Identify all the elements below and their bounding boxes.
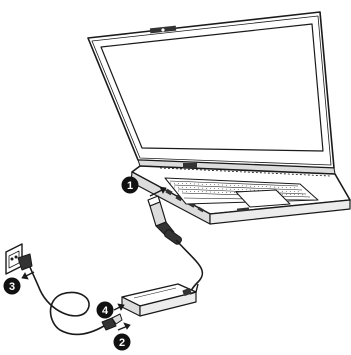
svg-text:3: 3 — [9, 281, 15, 293]
svg-text:2: 2 — [119, 337, 125, 349]
step-badge-3: 3 — [4, 278, 21, 295]
ac-cord — [28, 262, 104, 334]
arrow-icon — [114, 304, 124, 310]
step-badge-2: 2 — [114, 334, 131, 351]
arrow-icon — [118, 323, 130, 330]
svg-text:4: 4 — [102, 305, 109, 317]
step-badge-4: 4 — [97, 302, 114, 319]
svg-text:1: 1 — [127, 180, 133, 192]
wall-outlet-icon — [6, 244, 32, 274]
power-adapter-icon — [122, 284, 196, 316]
step-badge-1: 1 — [122, 177, 139, 194]
arrow-icon — [22, 272, 34, 279]
